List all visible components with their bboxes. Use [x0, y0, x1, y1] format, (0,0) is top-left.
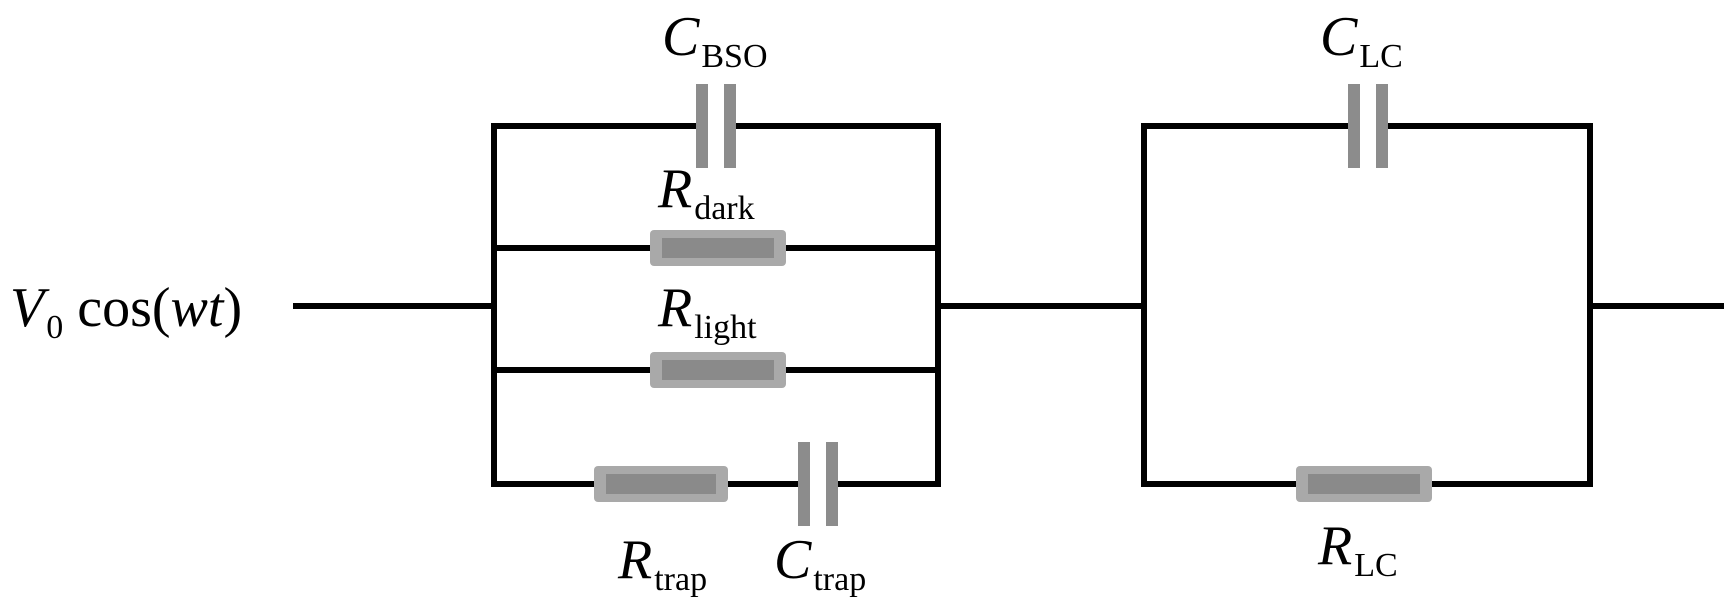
- resistor-rdark-core: [662, 238, 774, 258]
- label-cbso-symbol: C: [662, 6, 700, 68]
- label-ctrap-symbol: C: [774, 529, 812, 591]
- capacitor-ctrap-plate-left: [798, 442, 810, 526]
- label-rtrap: Rtrap: [617, 529, 707, 598]
- capacitor-cbso-plate-left: [696, 84, 708, 168]
- label-rlight: Rlight: [657, 277, 757, 346]
- label-ctrap-subscript: trap: [813, 561, 866, 598]
- resistor-rtrap: [594, 466, 728, 502]
- label-rdark-symbol: R: [657, 158, 692, 220]
- capacitor-clc-plate-right: [1376, 84, 1388, 168]
- source-symbol: V: [10, 277, 50, 339]
- label-rlight-symbol: R: [657, 277, 692, 339]
- capacitor-ctrap-plate-right: [826, 442, 838, 526]
- wires: [293, 123, 1724, 487]
- capacitor-clc: [1348, 84, 1388, 168]
- source-symbol-subscript: 0: [46, 309, 63, 346]
- capacitor-cbso-plate-right: [724, 84, 736, 168]
- source-close-paren: ): [223, 277, 242, 339]
- label-clc-subscript: LC: [1359, 38, 1402, 75]
- capacitor-cbso: [696, 84, 736, 168]
- resistor-rlight-core: [662, 360, 774, 380]
- capacitor-ctrap: [798, 442, 838, 526]
- label-cbso: CBSO: [662, 6, 768, 75]
- resistor-rdark: [650, 230, 786, 266]
- label-clc: CLC: [1320, 6, 1403, 75]
- label-rdark: Rdark: [657, 158, 755, 227]
- resistor-rtrap-core: [606, 474, 716, 494]
- resistor-rlc-core: [1308, 474, 1420, 494]
- label-rtrap-symbol: R: [617, 529, 652, 591]
- label-rlight-subscript: light: [694, 309, 757, 346]
- resistor-rlight: [650, 352, 786, 388]
- label-rlc: RLC: [1317, 515, 1398, 584]
- label-rdark-subscript: dark: [694, 190, 754, 227]
- label-ctrap: Ctrap: [774, 529, 866, 598]
- capacitor-clc-plate-left: [1348, 84, 1360, 168]
- label-rlc-symbol: R: [1317, 515, 1352, 577]
- source-argument: wt: [171, 277, 225, 339]
- label-cbso-subscript: BSO: [701, 38, 767, 75]
- source-label: V0 cos(wt): [10, 277, 242, 346]
- label-rlc-subscript: LC: [1354, 547, 1397, 584]
- label-rtrap-subscript: trap: [654, 561, 707, 598]
- resistor-rlc: [1296, 466, 1432, 502]
- source-function: cos(: [77, 277, 170, 339]
- label-clc-symbol: C: [1320, 6, 1358, 68]
